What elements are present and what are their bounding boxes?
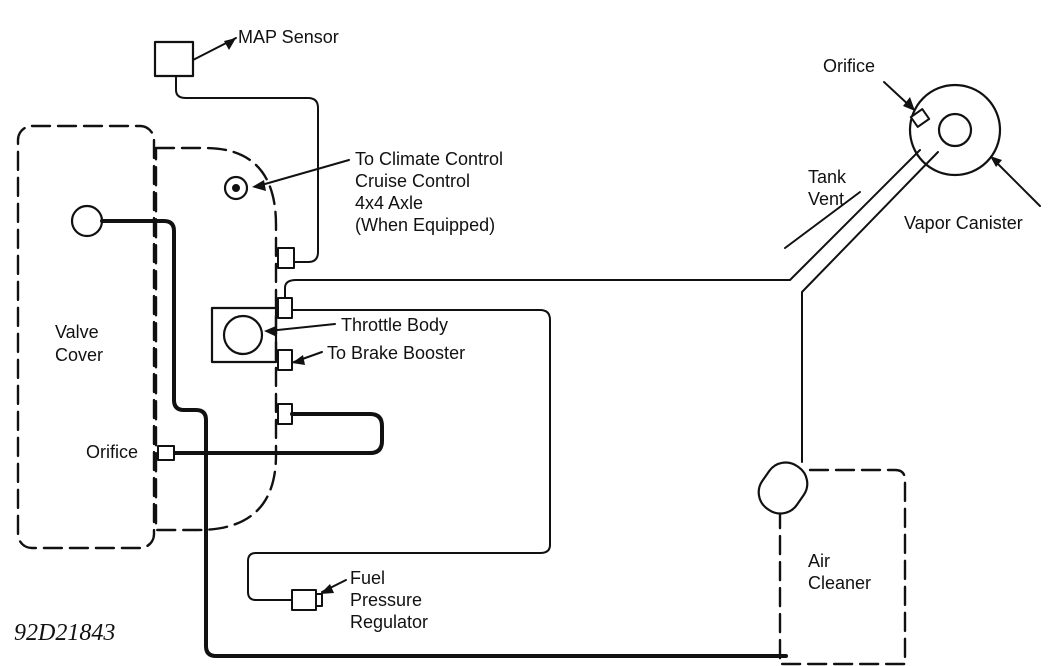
fuel-regulator-cap xyxy=(315,593,323,607)
canister-orifice-arrowhead xyxy=(903,97,915,111)
label-climate-control-2: Cruise Control xyxy=(355,171,471,191)
label-orifice-top: Orifice xyxy=(823,56,876,76)
fuel-regulator-body xyxy=(291,589,317,611)
air-cleaner-outline xyxy=(778,468,907,666)
port-orifice-loop xyxy=(277,403,293,425)
tank-vent-line xyxy=(784,191,861,249)
throttle-body-leader xyxy=(267,323,336,332)
vapor-canister-inner xyxy=(937,112,973,148)
climate-control-leader xyxy=(257,159,350,187)
air-cleaner-duct xyxy=(757,461,809,515)
port-map xyxy=(277,247,295,269)
orifice-loop-hose xyxy=(170,412,384,455)
canister-orifice-fitting xyxy=(909,108,931,128)
valve-cover-outline xyxy=(16,124,156,550)
figure-id: 92D21843 xyxy=(14,620,116,646)
canister-second-hose xyxy=(801,151,939,463)
label-air-cleaner-1: Air xyxy=(808,551,830,571)
label-air-cleaner-2: Cleaner xyxy=(808,573,872,593)
label-vapor-canister: Vapor Canister xyxy=(904,213,1023,233)
label-brake-booster: To Brake Booster xyxy=(327,343,466,363)
orifice-left-fitting xyxy=(157,445,175,461)
fuel-regulator-arrowhead xyxy=(320,584,334,594)
climate-control-port-inner xyxy=(232,184,240,192)
canister-purge-hose xyxy=(284,149,921,299)
label-orifice-left: Orifice xyxy=(86,442,139,462)
brake-booster-arrowhead xyxy=(292,355,305,365)
climate-control-arrowhead xyxy=(252,180,266,191)
port-vapor xyxy=(277,297,293,319)
vapor-canister-leader xyxy=(993,159,1041,207)
map-sensor-hose xyxy=(175,75,319,263)
climate-control-port-outer xyxy=(223,175,249,201)
label-climate-control-4: (When Equipped) xyxy=(355,215,496,235)
label-tank-vent-1: Tank xyxy=(808,167,847,187)
label-tank-vent-2: Vent xyxy=(808,189,845,209)
label-map-sensor: MAP Sensor xyxy=(238,27,339,47)
valve-cover-fitting xyxy=(70,204,104,238)
label-climate-control-3: 4x4 Axle xyxy=(355,193,424,213)
label-climate-control-1: To Climate Control xyxy=(355,149,504,169)
vapor-canister-arrowhead xyxy=(990,156,1002,167)
label-fuel-regulator-1: Fuel xyxy=(350,568,386,588)
label-valve-cover-1: Valve xyxy=(55,322,99,342)
throttle-body-bore xyxy=(222,314,264,356)
label-valve-cover-2: Cover xyxy=(55,345,104,365)
map-sensor-arrowhead xyxy=(224,38,236,50)
vapor-canister-outer xyxy=(908,83,1002,177)
label-fuel-regulator-2: Pressure xyxy=(350,590,423,610)
label-fuel-regulator-3: Regulator xyxy=(350,612,429,632)
map-sensor-box xyxy=(153,40,195,78)
port-brake-booster xyxy=(277,349,293,371)
label-throttle-body: Throttle Body xyxy=(341,315,449,335)
throttle-body-arrowhead xyxy=(264,326,277,337)
fuel-regulator-hose xyxy=(247,309,551,601)
pcv-fresh-air-hose xyxy=(100,219,788,658)
